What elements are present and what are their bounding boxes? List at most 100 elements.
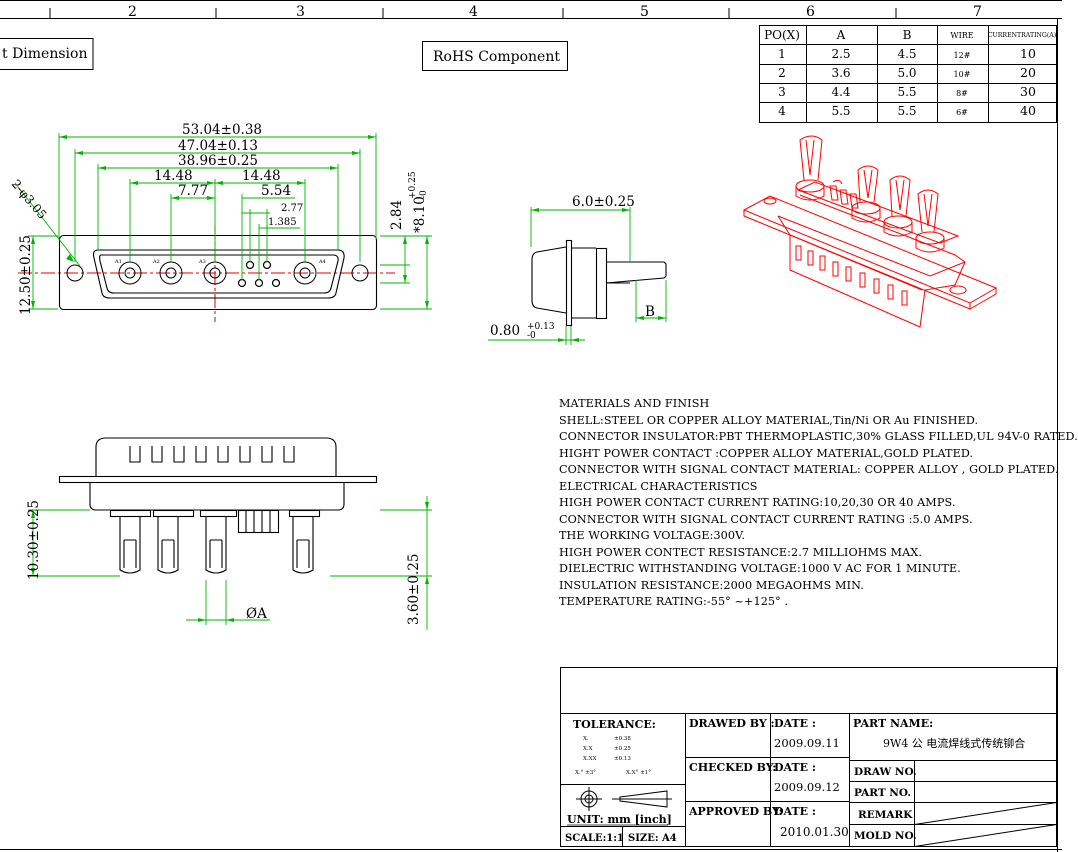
dim-total-height-tol-down: -0 (419, 190, 429, 199)
po-table-cell: 3.6 (831, 66, 850, 80)
pin-label: A4 (318, 259, 326, 265)
spec-line: DIELECTRIC WITHSTANDING VOLTAGE:1000 V A… (559, 562, 961, 575)
size-label: SIZE: A4 (628, 833, 677, 844)
dim-dia-a: ØA (246, 606, 267, 622)
po-table-cell: 2.5 (831, 47, 850, 61)
dim-shell-width: 38.96±0.25 (178, 153, 258, 169)
po-table-cell: 4 (778, 104, 786, 118)
dim-inner-pitch: 7.77 (178, 183, 208, 199)
dim-signal-pitch: 2.77 (281, 203, 303, 214)
po-table-cell: 8# (956, 89, 968, 98)
po-table-cell: 2 (778, 66, 786, 80)
pin-label: A1 (114, 259, 122, 265)
tol-xx: X.X (583, 746, 593, 752)
dim-row-offset: 2.84 (389, 200, 405, 230)
dim-height: 12.50±0.25 (18, 235, 34, 315)
zone-label: 5 (640, 4, 649, 20)
dim-flange: 0.80 (490, 323, 520, 339)
spec-line: HIGHT POWER CONTACT :COPPER ALLOY MATERI… (559, 446, 974, 460)
part-no-label: PART NO. (854, 787, 911, 799)
po-table-cell: 4.4 (831, 85, 850, 99)
tolerance-title: TOLERANCE: (573, 718, 656, 731)
po-header-b: B (903, 28, 912, 42)
date-approved: 2010.01.30 (780, 825, 849, 839)
part-name-label: PART NAME: (853, 717, 933, 730)
projection-symbol-icon (576, 787, 672, 811)
pin-label: A2 (152, 259, 160, 265)
spec-line: CONNECTOR WITH SIGNAL CONTACT MATERIAL: … (559, 463, 1059, 476)
po-header-wire: WIRE (950, 31, 973, 40)
dim-total-height: *8.10 (412, 196, 428, 233)
po-table-cell: 10 (1020, 46, 1036, 61)
checked-by-label: CHECKED BY: (689, 761, 776, 774)
po-table-cell: 3 (778, 85, 786, 99)
tol-xxx: X.XX (583, 756, 597, 762)
dimension-box-label: t Dimension (2, 46, 87, 62)
po-header-current: CURRENTRATING(A) (988, 32, 1056, 39)
zone-label: 4 (469, 4, 478, 20)
po-header-pox: PO(X) (764, 28, 800, 42)
po-table-cell: 30 (1020, 84, 1036, 99)
specification-notes: MATERIALS AND FINISH SHELL:STEEL OR COPPE… (559, 396, 1078, 611)
front-dimension-lines (14, 133, 432, 310)
date-label: DATE : (774, 717, 816, 730)
zone-label: 7 (973, 4, 982, 20)
drawed-by-label: DRAWED BY : (689, 717, 775, 730)
tol-x-val: ±0.38 (614, 736, 631, 742)
tol-angle-2: X.X° ±1° (626, 770, 651, 776)
spec-line: HIGH POWER CONTACT CURRENT RATING:10,20,… (559, 496, 956, 509)
dim-left-pitch: 14.48 (154, 168, 193, 184)
po-table-cell: 6# (956, 108, 968, 117)
spec-line: THE WORKING VOLTAGE:300V. (559, 529, 745, 542)
spec-line: ELECTRICAL CHARACTERISTICS (559, 479, 758, 493)
tol-xx-val: ±0.25 (614, 746, 631, 752)
po-table-cell: 40 (1020, 103, 1036, 118)
po-header-a: A (836, 28, 846, 42)
spec-line: MATERIALS AND FINISH (559, 397, 710, 410)
po-table-cell: 10# (954, 70, 971, 79)
dim-side-depth: 6.0±0.25 (572, 194, 635, 210)
dim-pin-length: 10.30±0.25 (26, 500, 42, 580)
date-label: DATE : (774, 761, 816, 774)
spec-line: SHELL:STEEL OR COPPER ALLOY MATERIAL,Tin… (559, 413, 979, 427)
po-table-cell: 5.0 (897, 66, 916, 80)
po-table-cell: 1 (778, 47, 786, 61)
po-table-cell: 4.5 (897, 47, 916, 61)
rohs-label: RoHS Component (433, 49, 560, 65)
centerlines (18, 225, 395, 322)
part-name-value: 9W4 公 电流焊线式传统铆合 (883, 736, 1025, 750)
zone-label: 6 (806, 4, 815, 20)
po-table-cell: 12# (954, 51, 971, 60)
dim-signal-span: 5.54 (261, 183, 291, 199)
spec-line: CONNECTOR INSULATOR:PBT THERMOPLASTIC,30… (559, 430, 1078, 443)
tol-xxx-val: ±0.13 (614, 756, 631, 762)
dim-signal-half: 1.385 (268, 217, 297, 228)
spec-line: INSULATION RESISTANCE:2000 MEGAOHMS MIN. (559, 578, 864, 592)
tol-x: X. (583, 736, 589, 742)
dim-hole-spacing: 47.04±0.13 (178, 138, 258, 154)
dim-flange-tol-down: -0 (527, 331, 536, 341)
zone-label: 3 (296, 4, 305, 20)
tol-angle-1: X.° ±3° (575, 770, 596, 776)
pin-label: A3 (198, 259, 206, 265)
approved-by-label: APPROVED BY: (688, 805, 783, 818)
draw-no-label: DRAW NO. (854, 766, 917, 778)
po-table-cell: 5.5 (897, 85, 916, 99)
dim-flange-tol-up: +0.13 (527, 322, 555, 332)
scale-label: SCALE:1:1 (565, 833, 624, 844)
mold-no-label: MOLD NO. (854, 830, 917, 842)
spec-line: CONNECTOR WITH SIGNAL CONTACT CURRENT RA… (559, 512, 973, 526)
dim-overall-width: 53.04±0.38 (182, 122, 262, 138)
date-drawed: 2009.09.11 (774, 736, 840, 750)
spec-line: TEMPERATURE RATING:-55° ~+125° . (559, 595, 789, 608)
po-table-cell: 5.5 (831, 104, 850, 118)
spec-line: HIGH POWER CONTECT RESISTANCE:2.7 MILLIO… (559, 545, 923, 559)
unit-label: UNIT: mm [inch] (567, 813, 672, 826)
